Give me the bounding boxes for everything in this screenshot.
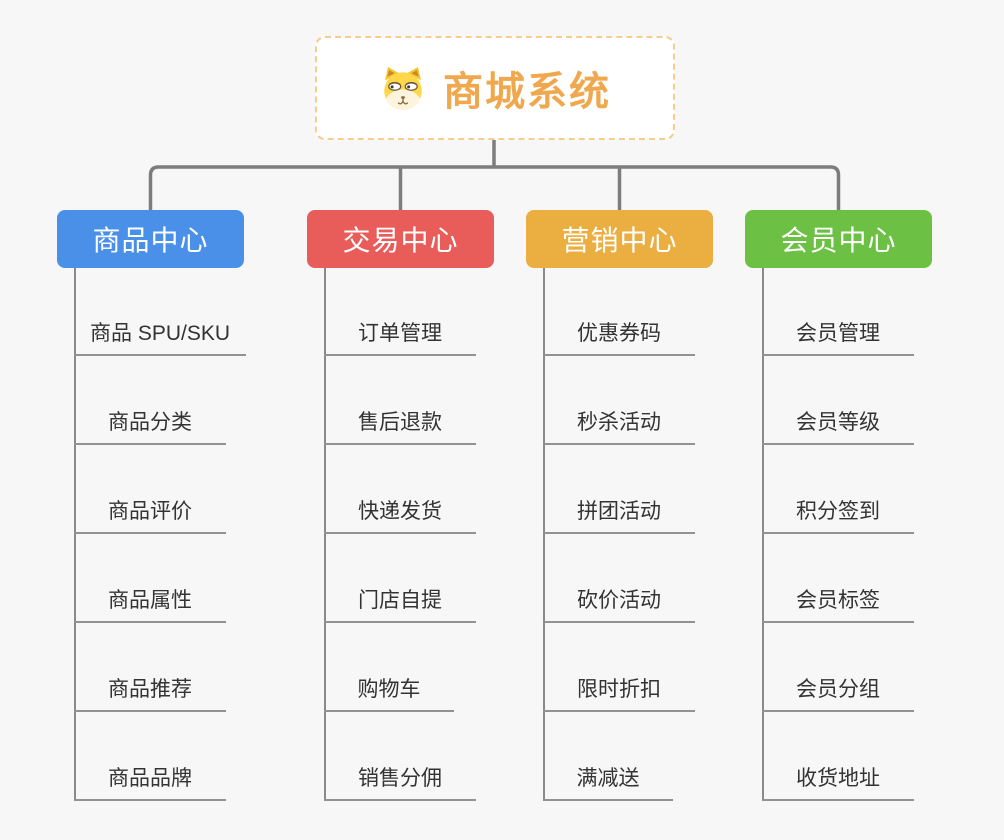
- leaf-topic[interactable]: 商品分类: [74, 399, 226, 445]
- leaf-topic[interactable]: 收货地址: [762, 755, 914, 801]
- leaf-topic[interactable]: 满减送: [543, 755, 673, 801]
- leaf-topic[interactable]: 会员等级: [762, 399, 914, 445]
- branch-topic-2[interactable]: 营销中心: [526, 210, 713, 268]
- leaf-topic[interactable]: 会员标签: [762, 577, 914, 623]
- root-topic[interactable]: 商城系统: [315, 36, 675, 140]
- leaf-topic[interactable]: 秒杀活动: [543, 399, 695, 445]
- leaf-topic[interactable]: 快递发货: [324, 488, 476, 534]
- leaf-topic[interactable]: 商品品牌: [74, 755, 226, 801]
- branch-topic-3[interactable]: 会员中心: [745, 210, 932, 268]
- leaf-topic[interactable]: 商品评价: [74, 488, 226, 534]
- branch-topic-1[interactable]: 交易中心: [307, 210, 494, 268]
- dog-icon: [384, 67, 422, 110]
- leaf-topic[interactable]: 限时折扣: [543, 666, 695, 712]
- leaf-topic[interactable]: 商品属性: [74, 577, 226, 623]
- leaf-topic[interactable]: 销售分佣: [324, 755, 476, 801]
- leaf-topic[interactable]: 砍价活动: [543, 577, 695, 623]
- leaf-topic[interactable]: 积分签到: [762, 488, 914, 534]
- leaf-topic[interactable]: 购物车: [324, 666, 454, 712]
- leaf-topic[interactable]: 售后退款: [324, 399, 476, 445]
- leaf-topic[interactable]: 优惠券码: [543, 310, 695, 356]
- leaf-topic[interactable]: 会员分组: [762, 666, 914, 712]
- leaf-topic[interactable]: 订单管理: [324, 310, 476, 356]
- leaf-topic[interactable]: 商品 SPU/SKU: [74, 310, 246, 356]
- root-topic-label: 商城系统: [443, 70, 611, 114]
- leaf-topic[interactable]: 门店自提: [324, 577, 476, 623]
- leaf-topic[interactable]: 商品推荐: [74, 666, 226, 712]
- branch-topic-0[interactable]: 商品中心: [57, 210, 244, 268]
- leaf-topic[interactable]: 会员管理: [762, 310, 914, 356]
- leaf-topic[interactable]: 拼团活动: [543, 488, 695, 534]
